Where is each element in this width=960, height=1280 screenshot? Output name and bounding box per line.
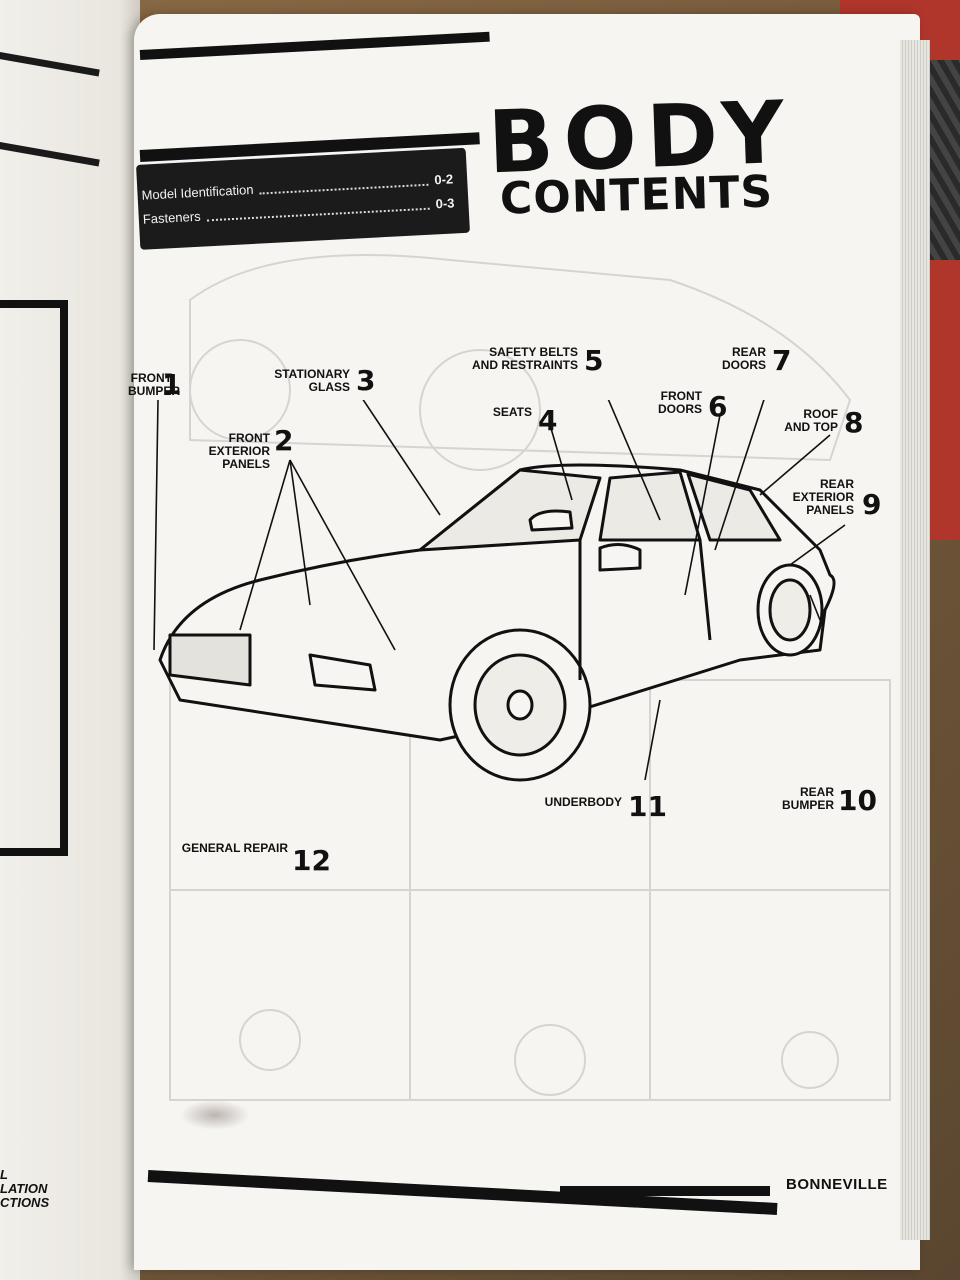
toc-entry-page: 0-3 (435, 194, 455, 211)
left-page-frame (0, 300, 68, 856)
section-label: GENERAL REPAIR (181, 841, 288, 855)
toc-box: Model Identification 0-2 Fasteners 0-3 (136, 147, 470, 250)
section-number[interactable]: 7 (772, 344, 792, 377)
section-label: REAR EXTERIOR PANELS (792, 477, 854, 517)
left-page-footer: L LATION CTIONS (0, 1167, 50, 1210)
section-label: STATIONARY GLASS (274, 367, 350, 394)
toc-entry-title: Model Identification (141, 181, 254, 203)
section-label: SAFETY BELTS AND RESTRAINTS (471, 345, 578, 372)
section-label: SEATS (492, 405, 532, 419)
section-number[interactable]: 8 (844, 406, 864, 439)
section-number[interactable]: 6 (708, 390, 728, 423)
left-page-rule (0, 140, 100, 167)
section-label: UNDERBODY (544, 795, 622, 809)
left-page: L LATION CTIONS (0, 0, 140, 1280)
section-label: FRONT EXTERIOR PANELS (208, 431, 270, 471)
section-number[interactable]: 11 (628, 790, 667, 823)
car-illustration (153, 400, 846, 782)
section-number[interactable]: 10 (838, 784, 877, 817)
left-page-rule (0, 50, 100, 77)
section-number[interactable]: 12 (292, 844, 331, 877)
section-label: REAR BUMPER (782, 785, 835, 812)
section-label: REAR DOORS (722, 345, 767, 372)
toc-leader (206, 197, 430, 222)
toc-entry-title: Fasteners (142, 208, 201, 227)
toc-entry-page: 0-2 (433, 170, 454, 187)
page-subtitle: CONTENTS (499, 166, 774, 225)
section-label: FRONT DOORS (657, 389, 702, 416)
section-number[interactable]: 2 (274, 424, 294, 457)
footer-brand: BONNEVILLE (786, 1176, 888, 1193)
section-number[interactable]: 5 (584, 344, 604, 377)
page-smudge (180, 1100, 250, 1130)
section-number[interactable]: 3 (356, 364, 376, 397)
footer-rule (560, 1186, 770, 1196)
bleed-through-artwork (169, 254, 891, 1101)
section-label: FRONT BUMPER (128, 371, 181, 398)
section-number[interactable]: 9 (862, 488, 882, 521)
page-edges (900, 40, 930, 1240)
section-label: ROOF AND TOP (784, 407, 838, 434)
section-number[interactable]: 1 (162, 368, 182, 401)
section-number[interactable]: 4 (538, 404, 558, 437)
toc-leader (259, 173, 429, 195)
